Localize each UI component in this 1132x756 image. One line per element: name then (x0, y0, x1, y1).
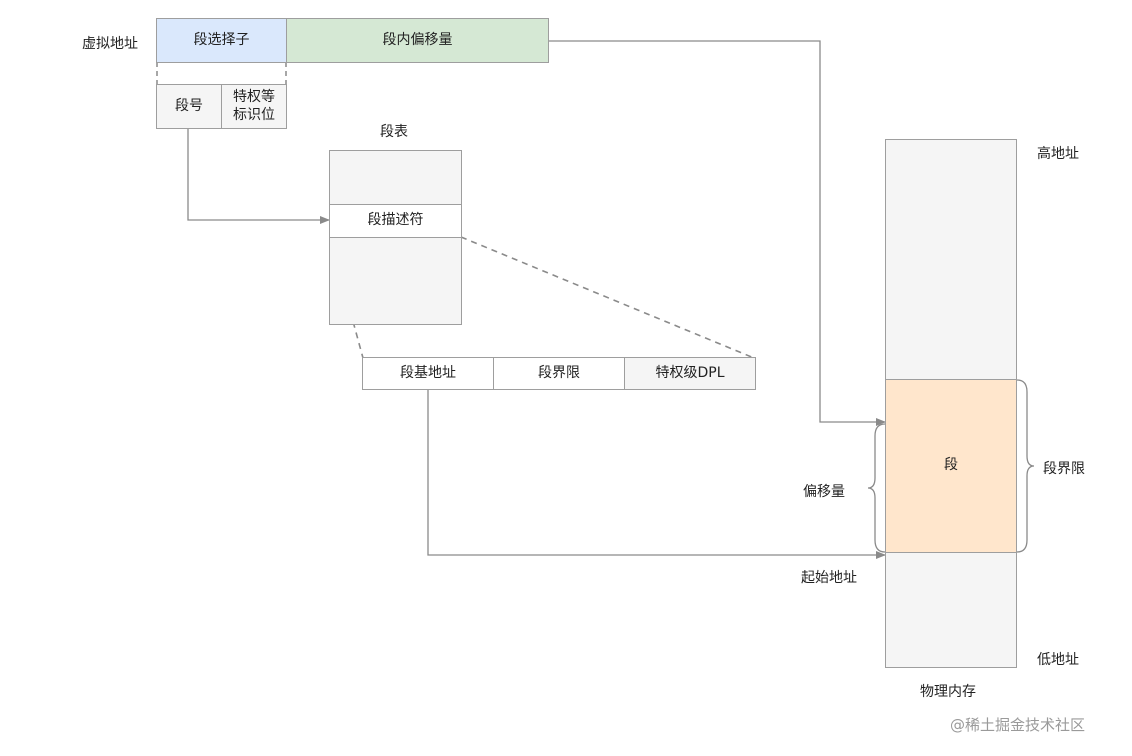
physical-memory-caption: 物理内存 (920, 684, 976, 700)
virtual-address-label: 虚拟地址 (82, 36, 138, 52)
segment-selector-field: 段选择子 (156, 18, 287, 63)
segment-limit-label: 段界限 (1043, 461, 1085, 477)
high-address-label: 高地址 (1037, 146, 1079, 162)
dpl-field: 特权级DPL (624, 357, 756, 390)
watermark: @稀土掘金技术社区 (950, 716, 1086, 734)
arrow-base-to-start (427, 389, 886, 559)
limit-brace (1016, 379, 1035, 553)
start-address-label: 起始地址 (801, 570, 857, 586)
segment-number-field: 段号 (156, 84, 222, 129)
arrow-segno-to-descriptor (187, 128, 330, 224)
segment-descriptor-row: 段描述符 (329, 204, 462, 238)
privilege-flag-line2: 标识位 (233, 106, 275, 123)
privilege-flag-field: 特权等 标识位 (221, 84, 287, 129)
offset-label: 偏移量 (803, 484, 845, 500)
descriptor-expand-right (460, 236, 755, 359)
descriptor-expand-left (329, 236, 364, 359)
low-address-label: 低地址 (1037, 652, 1079, 668)
memory-segment: 段 (885, 379, 1017, 553)
privilege-flag-line1: 特权等 (233, 89, 275, 105)
segment-limit-field: 段界限 (493, 357, 625, 390)
segment-table-title: 段表 (380, 124, 408, 140)
segment-base-field: 段基地址 (362, 357, 494, 390)
segment-offset-field: 段内偏移量 (286, 18, 549, 63)
arrow-offset-to-memory (548, 40, 886, 426)
offset-brace (867, 423, 886, 553)
